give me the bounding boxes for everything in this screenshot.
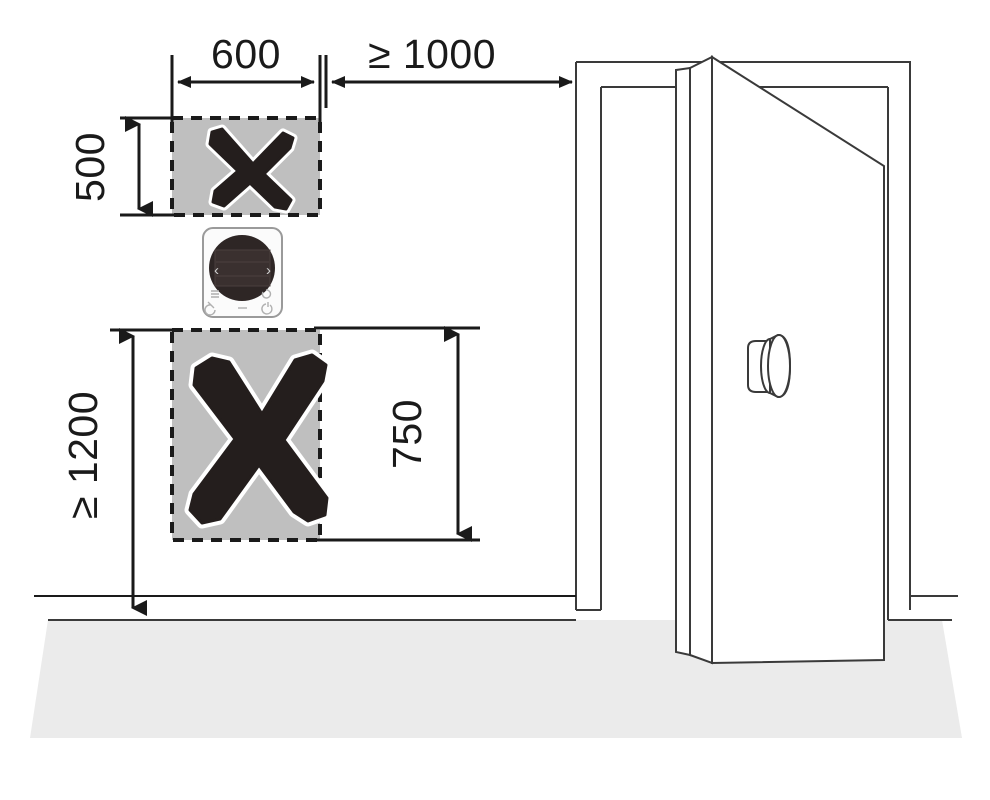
- dimension-1200: ≥ 1200: [60, 328, 178, 616]
- power-icon[interactable]: [261, 302, 273, 315]
- forbidden-zone-lower: [170, 328, 333, 542]
- door-assembly: [34, 55, 958, 665]
- dimension-1000: ≥ 1000: [324, 31, 573, 108]
- dimension-600: 600: [170, 31, 322, 122]
- thermostat-controls[interactable]: [204, 289, 273, 316]
- chevron-right-icon[interactable]: ›: [266, 262, 271, 279]
- dimension-label-750: 750: [384, 399, 430, 469]
- dimension-500: 500: [67, 116, 178, 217]
- dimension-label-1000: ≥ 1000: [368, 31, 496, 77]
- forbidden-zone-upper: [170, 116, 322, 217]
- door-leaf-edge: [689, 55, 713, 665]
- x-mark-lower: [188, 353, 329, 525]
- zone-lower-x-mark: [184, 349, 333, 529]
- frame-outer-outline: [575, 61, 911, 610]
- zone-lower-border: [170, 328, 322, 542]
- menu-icon[interactable]: [211, 290, 219, 298]
- zone-upper-border: [170, 116, 322, 217]
- dimension-label-600: 600: [211, 31, 281, 77]
- thermostat-display-band: [214, 249, 271, 287]
- dimension-label-500: 500: [67, 132, 113, 202]
- door-knob: [747, 333, 792, 399]
- clock-icon[interactable]: [261, 289, 272, 299]
- zone-upper-x-mark: [205, 124, 298, 214]
- room-thermostat[interactable]: ‹ ›: [202, 227, 283, 318]
- dimension-750: 750: [314, 326, 480, 542]
- door-hinge-jamb: [675, 66, 691, 657]
- chevron-left-icon[interactable]: ‹: [214, 262, 219, 279]
- x-mark-upper: [208, 127, 295, 211]
- dimension-label-1200: ≥ 1200: [60, 391, 106, 519]
- knob-cap: [767, 334, 791, 398]
- back-icon[interactable]: [204, 301, 216, 316]
